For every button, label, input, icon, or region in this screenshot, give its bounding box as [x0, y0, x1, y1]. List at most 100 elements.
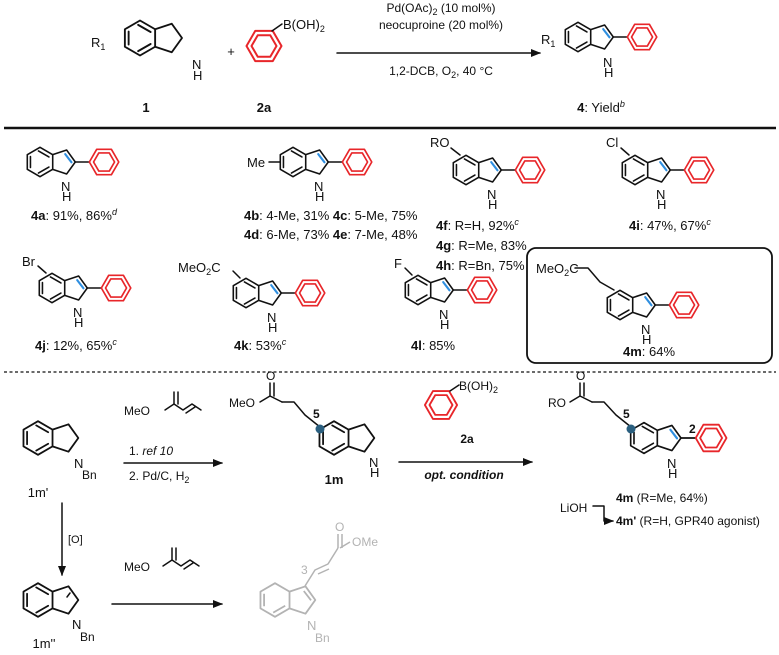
condition-solvent: 1,2-DCB, O2, 40 °C — [389, 64, 493, 80]
svg-text:H: H — [642, 332, 651, 347]
starting-material-1m-prime: N Bn 1m' — [22, 420, 97, 500]
svg-text:N: N — [73, 305, 82, 320]
svg-text:MeO: MeO — [229, 396, 255, 410]
svg-text:N: N — [439, 307, 448, 322]
svg-text:1m': 1m' — [28, 485, 49, 500]
svg-text:3: 3 — [301, 563, 308, 577]
coupling-arrow: B(OH)2 2a opt. condition — [398, 379, 533, 482]
condition-catalyst: Pd(OAc)2 (10 mol%) — [386, 1, 495, 17]
svg-text:4a: 91%, 86%d: 4a: 91%, 86%d — [31, 207, 118, 223]
oxidation-arrow: [O] — [58, 502, 83, 576]
reagent-1-id: 1 — [142, 100, 149, 115]
svg-text:O: O — [576, 369, 585, 383]
step-2-label: 2. Pd/C, H2 — [129, 469, 189, 485]
h-label: H — [193, 68, 202, 83]
svg-text:Bn: Bn — [80, 630, 95, 644]
svg-text:N: N — [603, 55, 612, 70]
compound-4m-box: N H MeO2C 4m: 64% — [526, 247, 773, 364]
reagent-2-id: 2a — [257, 100, 272, 115]
svg-text:H: H — [74, 315, 83, 330]
svg-text:OMe: OMe — [352, 535, 378, 549]
side-product-c3-alkenylation: O OMe 3 N Bn — [259, 520, 378, 645]
product-yield-label: 4: Yieldb — [577, 99, 625, 115]
r1-label: R1 — [91, 35, 105, 52]
compound-4f-4h: N H RO 4f: R=H, 92%c 4g: R=Me, 83% 4h: R… — [430, 135, 545, 273]
svg-text:N: N — [61, 179, 70, 194]
svg-text:H: H — [370, 465, 379, 480]
f-substituent: F — [394, 256, 402, 271]
svg-text:H: H — [657, 197, 666, 212]
nh-label: N — [192, 57, 201, 72]
svg-text:N: N — [369, 455, 378, 470]
svg-text:H: H — [62, 189, 71, 204]
svg-text:N: N — [267, 310, 276, 325]
svg-text:4d: 6-Me, 73% 4e: 7-Me, 48%: 4d: 6-Me, 73% 4e: 7-Me, 48% — [244, 227, 418, 242]
svg-text:N: N — [656, 187, 665, 202]
position-2: 2 — [689, 422, 696, 436]
product-4m-prime-label: 4m' (R=H, GPR40 agonist) — [616, 514, 760, 528]
br-substituent: Br — [22, 254, 36, 269]
svg-text:H: H — [315, 189, 324, 204]
svg-text:4b: 4-Me, 31% 4c: 5-Me, 75%: 4b: 4-Me, 31% 4c: 5-Me, 75% — [244, 208, 418, 223]
compound-4a: N H 4a: 91%, 86%d — [27, 147, 118, 223]
reaction-header: N H R1 1 + B(OH)2 2a Pd(OAc)2 (10 mol%) … — [91, 1, 657, 115]
svg-text:O: O — [266, 369, 275, 383]
svg-text:O: O — [335, 520, 344, 534]
compound-4l: N H F 4l: 85% — [394, 256, 497, 353]
ester-substituent: MeO2C — [536, 261, 579, 278]
svg-text:N: N — [72, 617, 81, 632]
compound-4i: N H Cl 4i: 47%, 67%c — [606, 135, 714, 233]
svg-text:H: H — [668, 466, 677, 481]
indole-1m-double-prime: N Bn 1m'' — [22, 582, 95, 651]
product-4m-label: 4m (R=Me, 64%) — [616, 491, 708, 505]
svg-text:N: N — [667, 456, 676, 471]
step-1-arrow: MeO 1. ref 10 2. Pd/C, H2 — [123, 391, 223, 485]
product-r1-label: R1 — [541, 32, 555, 49]
me-substituent: Me — [247, 155, 265, 170]
compound-4b-4e: N H Me 4b: 4-Me, 31% 4c: 5-Me, 75% 4d: 6… — [244, 147, 418, 242]
position-5: 5 — [313, 407, 320, 421]
compound-4k: N H MeO2C 4k: 53%c — [178, 260, 325, 353]
compound-4j: N H Br 4j: 12%, 65%c — [22, 254, 131, 353]
svg-text:H: H — [488, 197, 497, 212]
svg-text:1m: 1m — [325, 472, 344, 487]
svg-text:H: H — [440, 317, 449, 332]
svg-text:4j: 12%, 65%c: 4j: 12%, 65%c — [35, 337, 117, 353]
svg-text:Bn: Bn — [315, 631, 330, 645]
svg-text:[O]: [O] — [68, 534, 83, 546]
svg-text:N: N — [74, 456, 83, 471]
svg-text:N: N — [314, 179, 323, 194]
side-reaction-arrow: MeO — [111, 547, 223, 608]
intermediate-1m: N H O MeO 5 1m — [229, 369, 379, 487]
cl-substituent: Cl — [606, 135, 618, 150]
svg-text:4h: R=Bn, 75%: 4h: R=Bn, 75% — [436, 258, 525, 273]
svg-text:MeO: MeO — [124, 560, 150, 574]
svg-text:N: N — [487, 187, 496, 202]
svg-text:4l: 85%: 4l: 85% — [411, 338, 456, 353]
lioh-label: LiOH — [560, 501, 587, 515]
coupling-boronic-acid: B(OH)2 — [459, 379, 498, 395]
highlight-box — [526, 247, 773, 364]
svg-text:H: H — [268, 320, 277, 335]
ro-substituent: RO — [430, 135, 450, 150]
step-1-label: 1. ref 10 — [129, 444, 173, 458]
svg-text:H: H — [604, 65, 613, 80]
svg-text:1m'': 1m'' — [32, 636, 55, 651]
svg-text:4k: 53%c: 4k: 53%c — [234, 337, 287, 353]
meo2c-substituent: MeO2C — [178, 260, 221, 277]
svg-text:4g: R=Me, 83%: 4g: R=Me, 83% — [436, 238, 527, 253]
svg-text:MeO: MeO — [124, 404, 150, 418]
svg-text:4i: 47%, 67%c: 4i: 47%, 67%c — [629, 217, 711, 233]
svg-text:5: 5 — [623, 407, 630, 421]
plus-sign: + — [227, 44, 235, 59]
opt-condition-label: opt. condition — [424, 468, 503, 482]
svg-text:Bn: Bn — [82, 468, 97, 482]
svg-text:RO: RO — [548, 396, 566, 410]
svg-text:N: N — [641, 322, 650, 337]
condition-ligand: neocuproine (20 mol%) — [379, 18, 503, 32]
product-4m-4m-prime: N H O RO 5 2 LiOH 4m (R=Me, 64%) 4m' (R=… — [548, 369, 760, 528]
svg-text:N: N — [307, 618, 316, 633]
svg-text:2a: 2a — [460, 432, 474, 446]
svg-text:4f: R=H, 92%c: 4f: R=H, 92%c — [436, 217, 519, 233]
